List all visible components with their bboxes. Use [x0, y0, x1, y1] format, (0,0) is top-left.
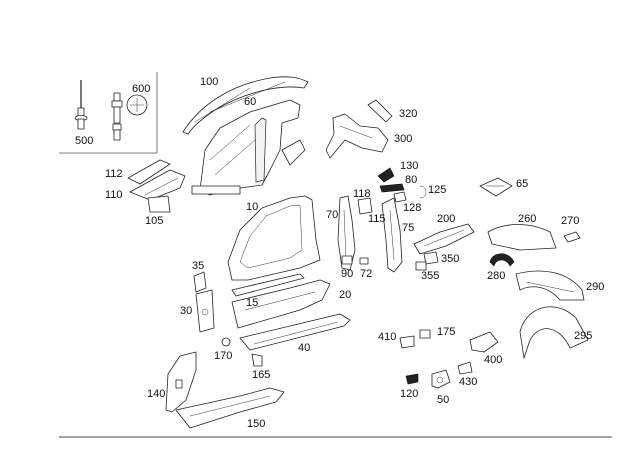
- part-130-clip[interactable]: [377, 167, 395, 183]
- part-75-c-pillar[interactable]: [381, 197, 403, 273]
- callout-75[interactable]: 75: [402, 222, 415, 234]
- part-35-clip[interactable]: [193, 271, 207, 293]
- callout-280[interactable]: 280: [487, 270, 506, 282]
- part-350-clip[interactable]: [423, 251, 439, 265]
- callout-15[interactable]: 15: [246, 297, 259, 309]
- part-355-clip[interactable]: [415, 261, 427, 271]
- callout-500[interactable]: 500: [75, 135, 94, 147]
- callout-110[interactable]: 110: [105, 189, 123, 201]
- part-430-clip[interactable]: [457, 361, 473, 375]
- callout-295[interactable]: 295: [574, 330, 593, 342]
- part-410-clip[interactable]: [399, 335, 415, 349]
- callout-35[interactable]: 35: [192, 260, 205, 272]
- callout-50[interactable]: 50: [437, 394, 450, 406]
- callout-290[interactable]: 290: [586, 281, 605, 293]
- callout-165[interactable]: 165: [252, 369, 271, 381]
- fastener-inset-frame: [59, 72, 158, 154]
- part-90-clip[interactable]: [341, 255, 353, 265]
- part-175-clip[interactable]: [419, 329, 431, 339]
- part-30-panel[interactable]: [195, 289, 215, 333]
- part-112-bracket[interactable]: [127, 159, 171, 185]
- callout-120[interactable]: 120: [400, 388, 419, 400]
- part-295-wheel-arch[interactable]: [519, 306, 589, 359]
- callout-170[interactable]: 170: [214, 350, 233, 362]
- part-15-reinforcement[interactable]: [231, 273, 305, 297]
- callout-130[interactable]: 130: [400, 160, 419, 172]
- callout-128[interactable]: 128: [403, 202, 422, 214]
- callout-125[interactable]: 125: [428, 184, 447, 196]
- part-10-side-frame[interactable]: [227, 195, 321, 281]
- callout-20[interactable]: 20: [339, 289, 352, 301]
- part-600-stud[interactable]: [111, 92, 148, 141]
- part-200-reinforcement[interactable]: [413, 223, 475, 255]
- part-65-panel[interactable]: [479, 177, 513, 197]
- part-500-bolt[interactable]: [74, 80, 88, 130]
- callout-118[interactable]: 118: [353, 188, 371, 200]
- part-80-bracket[interactable]: [379, 183, 405, 193]
- part-105-bracket[interactable]: [147, 195, 171, 213]
- callout-355[interactable]: 355: [421, 270, 440, 282]
- part-20-rocker-outer[interactable]: [231, 279, 331, 329]
- callout-115[interactable]: 115: [368, 213, 386, 225]
- part-260-wheel-arch[interactable]: [487, 224, 557, 251]
- callout-260[interactable]: 260: [518, 213, 537, 225]
- callout-150[interactable]: 150: [247, 418, 266, 430]
- part-300-rear-frame[interactable]: [325, 113, 389, 159]
- callout-200[interactable]: 200: [437, 213, 456, 225]
- callout-270[interactable]: 270: [561, 215, 580, 227]
- callout-65[interactable]: 65: [516, 178, 529, 190]
- part-125-clip[interactable]: [419, 185, 427, 199]
- callout-60[interactable]: 60: [244, 96, 257, 108]
- callout-10[interactable]: 10: [246, 201, 259, 213]
- part-100-roof-rail[interactable]: [182, 76, 309, 135]
- callout-350[interactable]: 350: [441, 253, 460, 265]
- part-165-plug[interactable]: [251, 353, 263, 367]
- callout-90[interactable]: 90: [341, 268, 354, 280]
- callout-600[interactable]: 600: [132, 83, 151, 95]
- callout-100[interactable]: 100: [200, 76, 219, 88]
- part-140-pillar[interactable]: [165, 351, 197, 413]
- callout-140[interactable]: 140: [147, 388, 166, 400]
- callout-430[interactable]: 430: [459, 376, 478, 388]
- callout-300[interactable]: 300: [394, 133, 413, 145]
- part-320-bracket[interactable]: [367, 99, 393, 123]
- callout-40[interactable]: 40: [298, 342, 311, 354]
- part-120-clip[interactable]: [405, 373, 419, 385]
- callout-400[interactable]: 400: [484, 354, 503, 366]
- part-40-rocker[interactable]: [239, 313, 351, 351]
- callout-70[interactable]: 70: [326, 209, 339, 221]
- part-50-cover[interactable]: [431, 369, 451, 389]
- part-118-clip[interactable]: [357, 197, 373, 215]
- part-170-plug[interactable]: [221, 337, 231, 347]
- callout-112[interactable]: 112: [105, 168, 123, 180]
- part-128-bracket[interactable]: [393, 191, 407, 203]
- callout-30[interactable]: 30: [180, 305, 193, 317]
- callout-80[interactable]: 80: [405, 174, 418, 186]
- callout-105[interactable]: 105: [145, 215, 164, 227]
- callout-320[interactable]: 320: [399, 108, 418, 120]
- callout-410[interactable]: 410: [378, 331, 397, 343]
- part-280-housing[interactable]: [489, 253, 515, 267]
- part-150-sill[interactable]: [175, 387, 285, 429]
- part-270-bracket[interactable]: [563, 231, 581, 243]
- part-60-roof-frame[interactable]: [191, 99, 306, 196]
- callout-175[interactable]: 175: [437, 326, 456, 338]
- callout-72[interactable]: 72: [360, 268, 373, 280]
- part-72-clip[interactable]: [359, 257, 369, 265]
- part-70-b-pillar[interactable]: [337, 195, 356, 271]
- part-400-bracket[interactable]: [469, 331, 499, 353]
- part-290-wheelhouse[interactable]: [515, 270, 585, 301]
- part-110-bracket[interactable]: [129, 169, 186, 201]
